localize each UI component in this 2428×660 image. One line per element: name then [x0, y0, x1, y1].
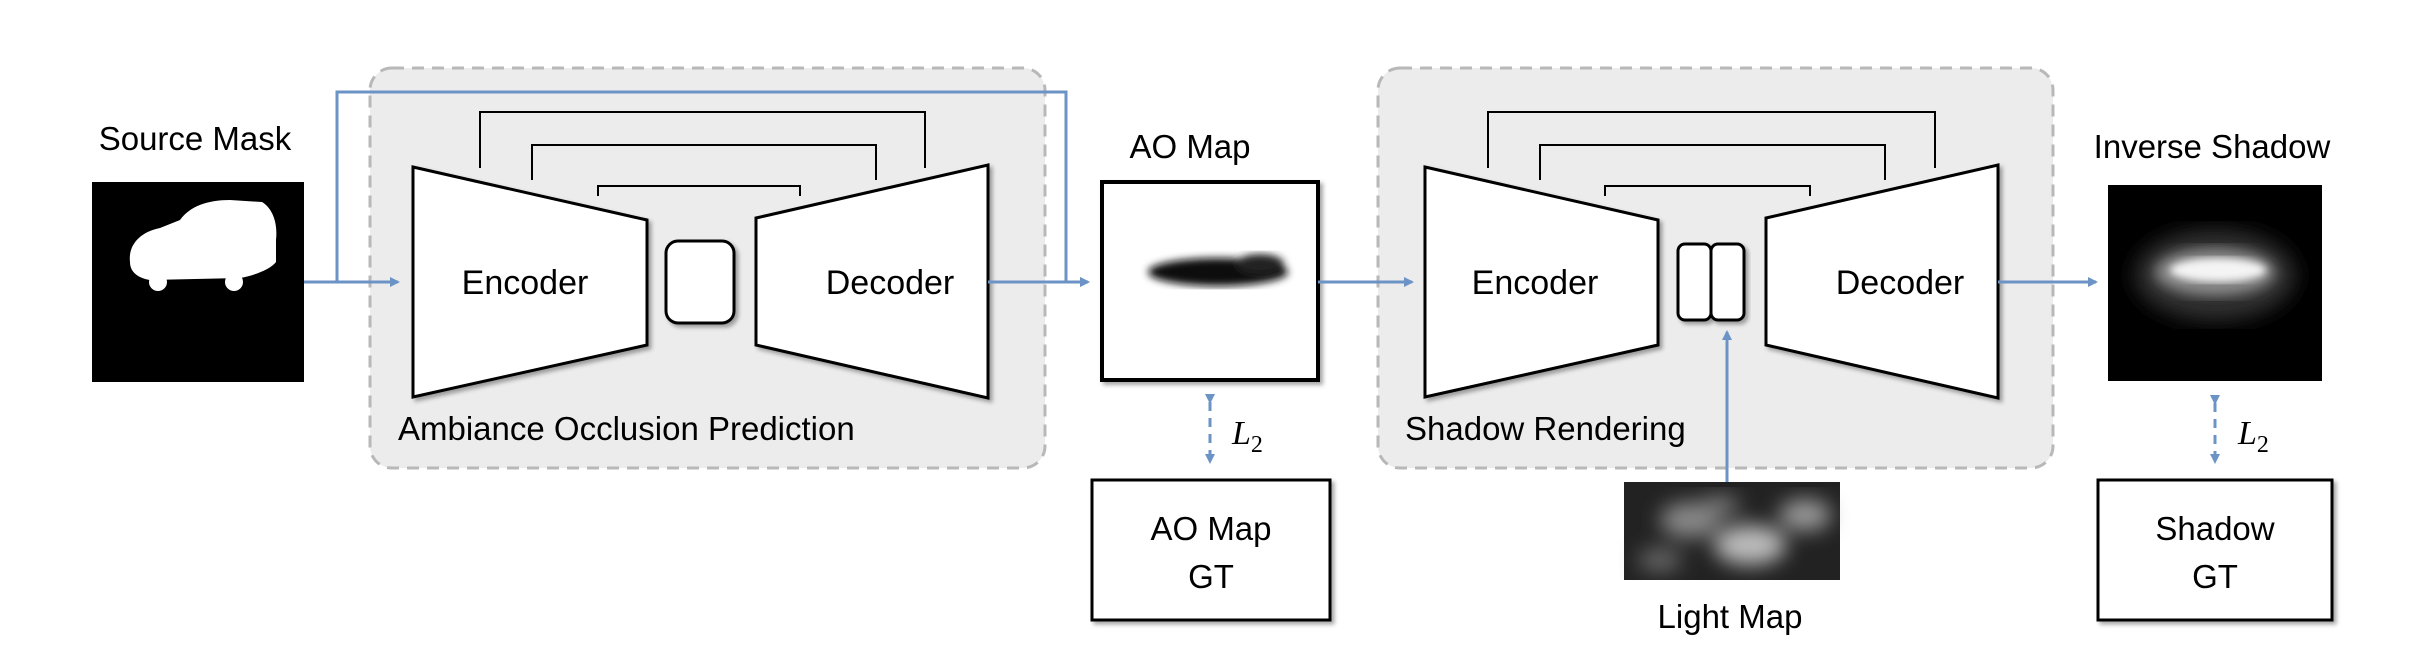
ao-module-label: Ambiance Occlusion Prediction [398, 410, 855, 447]
ao-map-gt-box [1090, 478, 1332, 622]
loss-label-ao: L2 [1231, 415, 1263, 458]
shadow-gt-line1: Shadow [2155, 510, 2274, 547]
decoder-2-label: Decoder [1836, 264, 1965, 302]
light-map-label: Light Map [1658, 598, 1803, 635]
shadow-gt-line2: GT [2192, 558, 2238, 595]
encoder-2 [1423, 165, 1660, 399]
source-mask-label: Source Mask [99, 120, 292, 157]
loss-arrows [1205, 394, 2220, 464]
light-map-pattern [1638, 495, 1831, 572]
shadow-gt-box [2096, 478, 2334, 622]
bottleneck-2a [1676, 242, 1713, 322]
encoder-1-label: Encoder [462, 264, 589, 302]
skip-connections-1 [479, 111, 926, 196]
skip-connections-2 [1487, 111, 1936, 196]
ao-map-gt-line2: GT [1188, 558, 1234, 595]
bottleneck-1 [664, 239, 736, 325]
data-flow-arrows [304, 90, 2098, 482]
decoder-1 [754, 163, 990, 400]
ao-map-label: AO Map [1129, 128, 1250, 165]
loss-label-shadow: L2 [2237, 415, 2269, 458]
encoder-2-label: Encoder [1472, 264, 1599, 302]
bottleneck-2b [1709, 242, 1746, 322]
car-silhouette [129, 200, 277, 291]
inverse-shadow-label: Inverse Shadow [2094, 128, 2331, 165]
inverse-shadow-glow [2135, 230, 2295, 320]
ao-map-blob [1148, 254, 1288, 286]
ao-map-gt-line1: AO Map [1150, 510, 1271, 547]
decoder-2 [1764, 163, 2000, 400]
encoder-1 [411, 165, 649, 399]
shadow-module-label: Shadow Rendering [1405, 410, 1686, 447]
decoder-1-label: Decoder [826, 264, 955, 302]
